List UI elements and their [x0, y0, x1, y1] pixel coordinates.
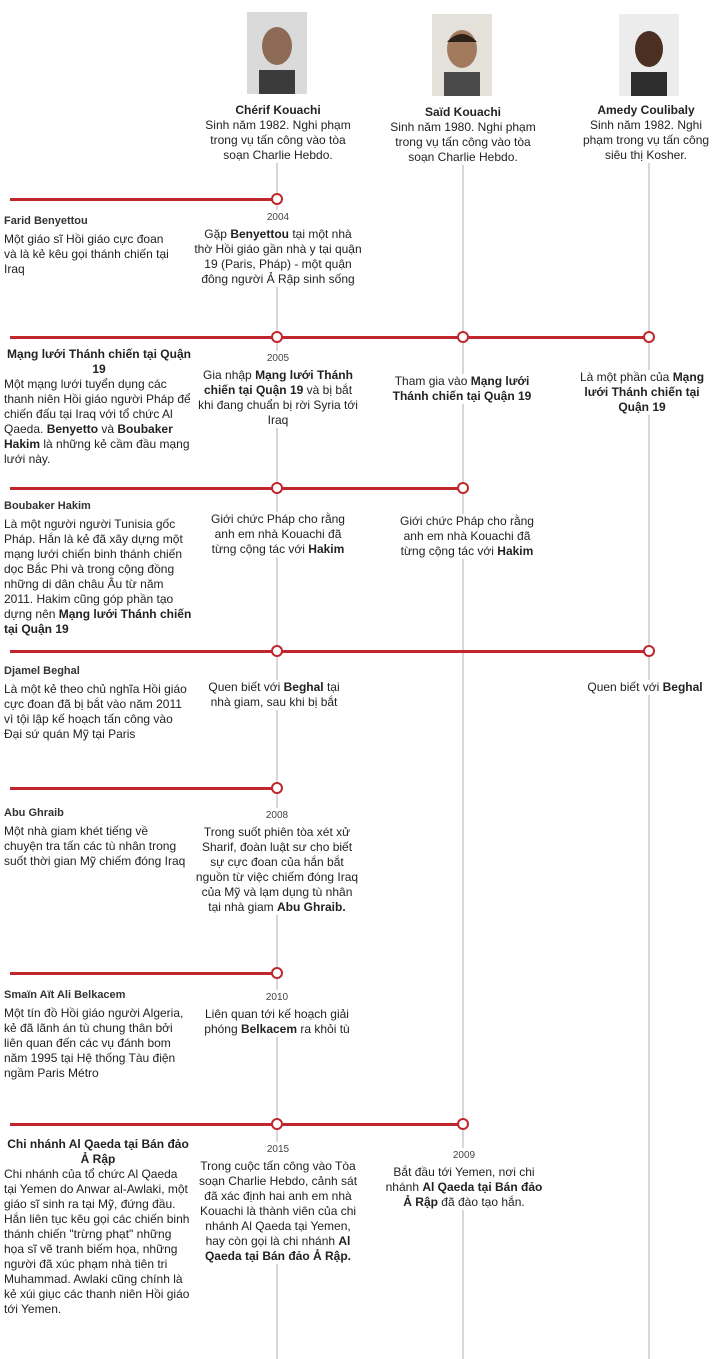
- event-cherif-2010: 2010 Liên quan tới kế hoạch giải phóng B…: [198, 990, 356, 1037]
- cherif-photo: [247, 12, 307, 94]
- entity-desc: Một mạng lưới tuyển dụng các thanh niên …: [4, 377, 191, 466]
- entity-name: Smaïn Aït Ali Belkacem: [4, 989, 126, 1001]
- event-year: 2005: [266, 353, 290, 364]
- entity-desc: Một nhà giam khét tiếng về chuyện tra tấ…: [4, 824, 186, 868]
- node: [271, 331, 283, 343]
- entity-djamel-beghal: Djamel Beghal Là một kẻ theo chủ nghĩa H…: [4, 664, 190, 742]
- event-year: 2004: [266, 212, 290, 223]
- event-text: Trong cuộc tấn công vào Tòa soạn Charlie…: [198, 1159, 358, 1263]
- person-amedy: Amedy Coulibaly Sinh năm 1982. Nghi phạm…: [578, 103, 714, 163]
- event-year: 2009: [452, 1150, 476, 1161]
- entity-desc: Một tín đồ Hồi giáo người Algeria, kẻ đã…: [4, 1006, 184, 1080]
- event-cherif-beghal: Quen biết với Beghal tại nhà giam, sau k…: [200, 680, 348, 710]
- event-said-network: Tham gia vào Mạng lưới Thánh chiến tại Q…: [384, 374, 540, 404]
- entity-name: Boubaker Hakim: [4, 500, 91, 512]
- entity-network-quan-19: Mạng lưới Thánh chiến tại Quận 19 Một mạ…: [4, 347, 194, 467]
- event-year: 2015: [266, 1144, 290, 1155]
- said-photo: [432, 14, 492, 96]
- entity-aqap: Chi nhánh Al Qaeda tại Bán đảo Ả Rập Chi…: [4, 1137, 192, 1317]
- entity-name: Farid Benyettou: [4, 215, 88, 227]
- event-text: Là một phần của Mạng lưới Thánh chiến tạ…: [579, 370, 705, 414]
- event-said-2009: 2009 Bắt đầu tới Yemen, nơi chi nhánh Al…: [380, 1148, 548, 1210]
- person-cherif: Chérif Kouachi Sinh năm 1982. Nghi phạm …: [196, 103, 360, 163]
- connector-row-6: [10, 972, 278, 975]
- connector-row-7: [10, 1123, 464, 1126]
- event-amedy-network: Là một phần của Mạng lưới Thánh chiến tạ…: [572, 370, 712, 415]
- node: [271, 645, 283, 657]
- person-bio: Sinh năm 1980. Nghi phạm trong vụ tấn cô…: [390, 120, 536, 164]
- connector-row-3: [10, 487, 464, 490]
- event-text: Gia nhập Mạng lưới Thánh chiến tại Quận …: [198, 368, 358, 427]
- node: [457, 331, 469, 343]
- event-text: Quen biết với Beghal: [587, 680, 703, 694]
- entity-farid-benyettou: Farid Benyettou Một giáo sĩ Hồi giáo cực…: [4, 214, 172, 277]
- event-text: Tham gia vào Mạng lưới Thánh chiến tại Q…: [392, 374, 532, 403]
- timeline-line-amedy: [648, 108, 650, 1359]
- connector-row-1: [10, 198, 278, 201]
- person-bio: Sinh năm 1982. Nghi phạm trong vụ tấn cô…: [205, 118, 351, 162]
- entity-desc: Chi nhánh của tổ chức Al Qaeda tại Yemen…: [4, 1167, 190, 1316]
- timeline-line-cherif: [276, 108, 278, 1359]
- event-year: 2010: [265, 992, 289, 1003]
- connector-row-4: [10, 650, 650, 653]
- event-cherif-2005: 2005 Gia nhập Mạng lưới Thánh chiến tại …: [198, 351, 358, 428]
- node: [271, 782, 283, 794]
- amedy-photo: [619, 14, 679, 96]
- node: [271, 482, 283, 494]
- node: [457, 1118, 469, 1130]
- connector-row-5: [10, 787, 278, 790]
- person-name: Chérif Kouachi: [235, 103, 321, 117]
- event-year: 2008: [265, 810, 289, 821]
- entity-name: Abu Ghraib: [4, 807, 64, 819]
- event-text: Trong suốt phiên tòa xét xử Sharif, đoàn…: [195, 825, 359, 914]
- timeline-line-said: [462, 108, 464, 1359]
- node: [271, 967, 283, 979]
- event-text: Gặp Benyettou tại một nhà thờ Hồi giáo g…: [194, 227, 362, 286]
- event-cherif-hakim: Giới chức Pháp cho rằng anh em nhà Kouac…: [204, 512, 352, 557]
- entity-abu-ghraib: Abu Ghraib Một nhà giam khét tiếng về ch…: [4, 806, 186, 869]
- event-cherif-2015: 2015 Trong cuộc tấn công vào Tòa soạn Ch…: [196, 1142, 360, 1264]
- person-name: Amedy Coulibaly: [597, 103, 695, 117]
- entity-desc: Là một kẻ theo chủ nghĩa Hồi giáo cực đo…: [4, 682, 187, 741]
- entity-name: Djamel Beghal: [4, 665, 80, 677]
- node: [271, 193, 283, 205]
- event-text: Quen biết với Beghal tại nhà giam, sau k…: [208, 680, 340, 709]
- entity-desc: Một giáo sĩ Hồi giáo cực đoan và là kẻ k…: [4, 232, 169, 276]
- node: [643, 331, 655, 343]
- entity-smain-belkacem: Smaïn Aït Ali Belkacem Một tín đồ Hồi gi…: [4, 988, 190, 1081]
- person-name: Saïd Kouachi: [424, 105, 501, 119]
- event-text: Liên quan tới kế hoạch giải phóng Belkac…: [204, 1007, 350, 1036]
- event-cherif-2008: 2008 Trong suốt phiên tòa xét xử Sharif,…: [194, 808, 360, 915]
- event-amedy-beghal: Quen biết với Beghal: [580, 680, 710, 695]
- entity-desc: Là một người người Tunisia gốc Pháp. Hắn…: [4, 517, 192, 636]
- entity-title: Chi nhánh Al Qaeda tại Bán đảo Ả Rập: [7, 1137, 189, 1166]
- entity-title: Mạng lưới Thánh chiến tại Quận 19: [7, 347, 191, 376]
- event-cherif-2004: 2004 Gặp Benyettou tại một nhà thờ Hồi g…: [194, 210, 362, 287]
- entity-boubaker-hakim: Boubaker Hakim Là một người người Tunisi…: [4, 499, 194, 637]
- node: [457, 482, 469, 494]
- event-text: Giới chức Pháp cho rằng anh em nhà Kouac…: [211, 512, 345, 556]
- node: [643, 645, 655, 657]
- node: [271, 1118, 283, 1130]
- person-said: Saïd Kouachi Sinh năm 1980. Nghi phạm tr…: [384, 105, 542, 165]
- event-text: Bắt đầu tới Yemen, nơi chi nhánh Al Qaed…: [385, 1165, 543, 1209]
- event-said-hakim: Giới chức Pháp cho rằng anh em nhà Kouac…: [392, 514, 542, 559]
- connector-row-2: [10, 336, 650, 339]
- person-bio: Sinh năm 1982. Nghi phạm trong vụ tấn cô…: [582, 118, 710, 162]
- event-text: Giới chức Pháp cho rằng anh em nhà Kouac…: [400, 514, 534, 558]
